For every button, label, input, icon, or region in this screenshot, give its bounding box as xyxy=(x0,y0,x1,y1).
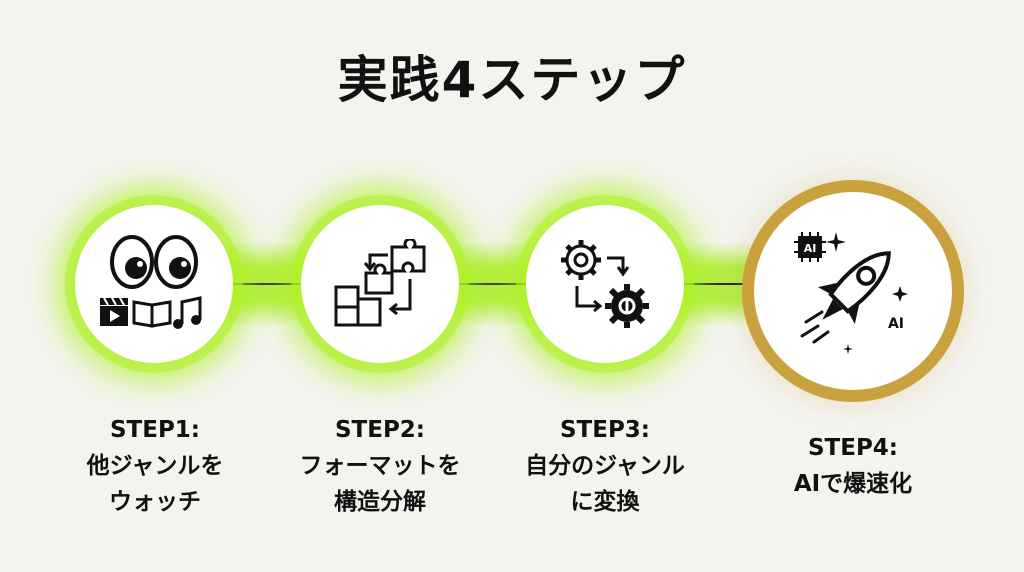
gears-convert-icon xyxy=(555,236,655,332)
connector-line xyxy=(150,283,870,285)
svg-text:AI: AI xyxy=(888,316,904,332)
step3-label: STEP3: 自分のジャンル に変換 xyxy=(525,417,685,515)
step2-label: STEP2: フォーマットを 構造分解 xyxy=(299,417,461,515)
puzzle-icon xyxy=(330,239,430,329)
rocket-icon: AI AI xyxy=(788,226,918,356)
step2-circle xyxy=(301,205,459,363)
step4-circle: AI AI xyxy=(742,180,964,402)
step1-label: STEP1: 他ジャンルを ウォッチ xyxy=(86,417,224,515)
page-title: 実践4ステップ xyxy=(337,51,687,109)
step1-circle xyxy=(75,205,233,363)
step4-label: STEP4: AIで爆速化 xyxy=(793,435,913,497)
svg-text:AI: AI xyxy=(804,242,817,255)
eyes-media-icon xyxy=(94,234,214,334)
step3-circle xyxy=(526,205,684,363)
